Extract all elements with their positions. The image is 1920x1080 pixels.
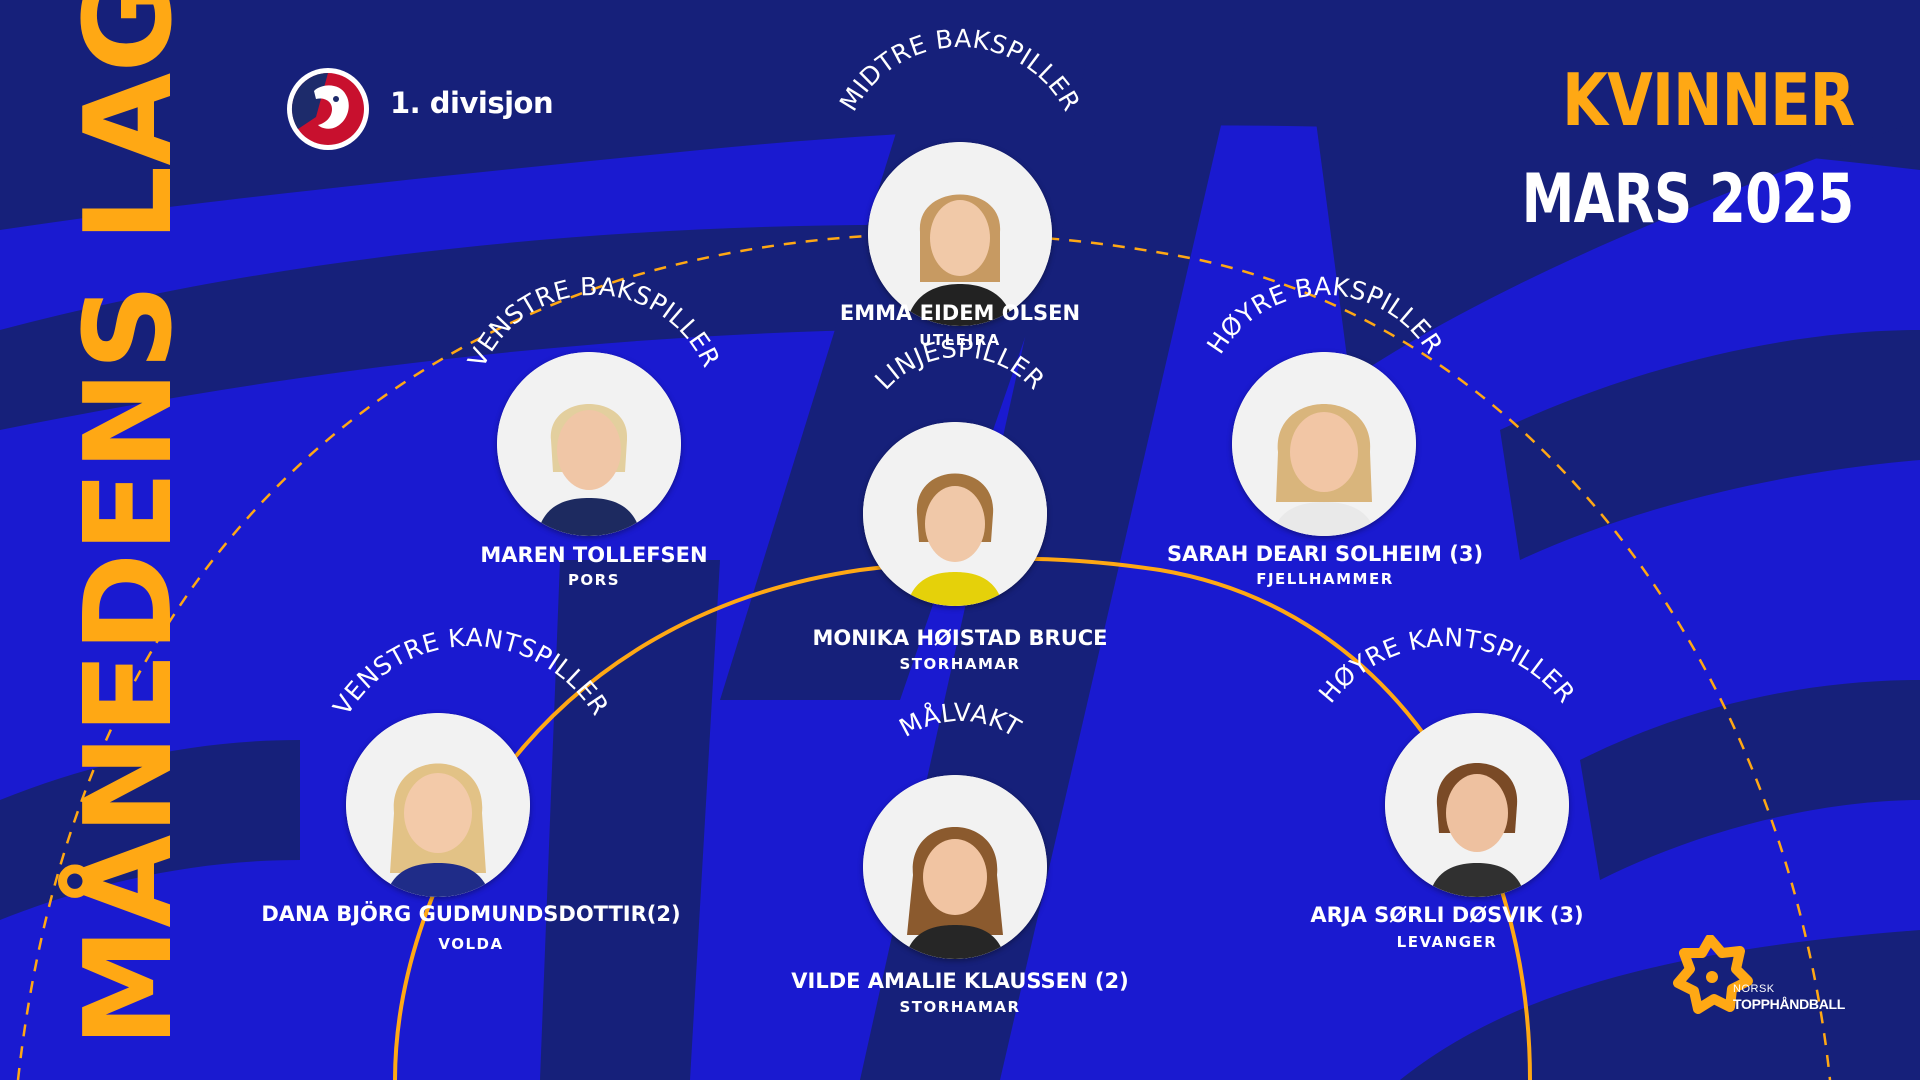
player-photo [497, 352, 681, 536]
lion-icon [287, 68, 369, 150]
player-name: ARJA SØRLI DØSVIK (3) [1310, 903, 1584, 927]
player-club: STORHAMAR [899, 655, 1021, 673]
player-name: VILDE AMALIE KLAUSSEN (2) [791, 969, 1129, 993]
player-photo [863, 775, 1047, 959]
player-club: VOLDA [438, 935, 504, 953]
player-name: MAREN TOLLEFSEN [480, 543, 708, 567]
portrait-icon [868, 142, 1052, 326]
player-card-venstre-bakspiller: VENSTRE BAKSPILLER MAREN TOLLEFSEN PORS [364, 272, 824, 595]
vertical-title: MÅNEDENS LAG [60, 0, 199, 1047]
portrait-icon [497, 352, 681, 536]
portrait-icon [1232, 352, 1416, 536]
sponsor-line2: TOPPHÅNDBALL [1733, 996, 1846, 1012]
player-card-venstre-kantspiller: VENSTRE KANTSPILLER DANA BJÖRG GUDMUNDSD… [241, 623, 701, 960]
portrait-icon [346, 713, 530, 897]
player-photo [868, 142, 1052, 326]
player-club: PORS [567, 571, 621, 589]
player-name: EMMA EIDEM OLSEN [839, 301, 1081, 325]
player-photo [1385, 713, 1569, 897]
player-card-hoyre-kantspiller: HØYRE KANTSPILLER ARJA SØRLI DØSVIK (3) … [1217, 623, 1677, 960]
player-photo [863, 422, 1047, 606]
portrait-icon [1385, 713, 1569, 897]
period-title: MARS 2025 [1522, 160, 1855, 239]
player-photo [1232, 352, 1416, 536]
norsk-topphandball-logo-icon [1673, 935, 1753, 1014]
portrait-icon [863, 422, 1047, 606]
player-name: SARAH DEARI SOLHEIM (3) [1166, 542, 1484, 566]
league-label: 1. divisjon [390, 86, 554, 120]
player-club: UTLEIRA [919, 331, 1001, 349]
portrait-icon [863, 775, 1047, 959]
player-name: DANA BJÖRG GUDMUNDSDOTTIR(2) [261, 902, 681, 926]
player-card-malvakt: MÅLVAKT VILDE AMALIE KLAUSSEN (2) STORHA… [730, 698, 1190, 1025]
player-club: LEVANGER [1396, 933, 1498, 951]
player-card-linjespiller: LINJESPILLER MONIKA HØISTAD BRUCE STORHA… [730, 334, 1190, 680]
player-club: STORHAMAR [899, 998, 1021, 1016]
category-title: KVINNER [1561, 58, 1855, 142]
player-club: FJELLHAMMER [1256, 570, 1394, 588]
sponsor-line1: NORSK [1733, 983, 1775, 995]
player-photo [346, 713, 530, 897]
player-name: MONIKA HØISTAD BRUCE [812, 626, 1108, 650]
